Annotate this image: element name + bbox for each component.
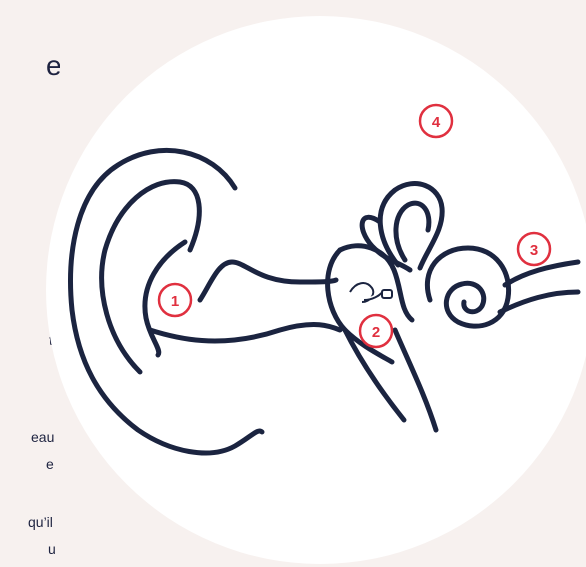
marker-4-label: 4 — [432, 114, 441, 131]
marker-2: 2 — [360, 315, 392, 347]
marker-3-label: 3 — [530, 242, 538, 259]
marker-4: 4 — [420, 105, 452, 137]
marker-3: 3 — [518, 233, 550, 265]
background-circle — [46, 16, 586, 564]
marker-1-label: 1 — [171, 293, 179, 310]
marker-2-label: 2 — [372, 324, 380, 341]
stapes — [382, 290, 392, 298]
marker-1: 1 — [159, 284, 191, 316]
